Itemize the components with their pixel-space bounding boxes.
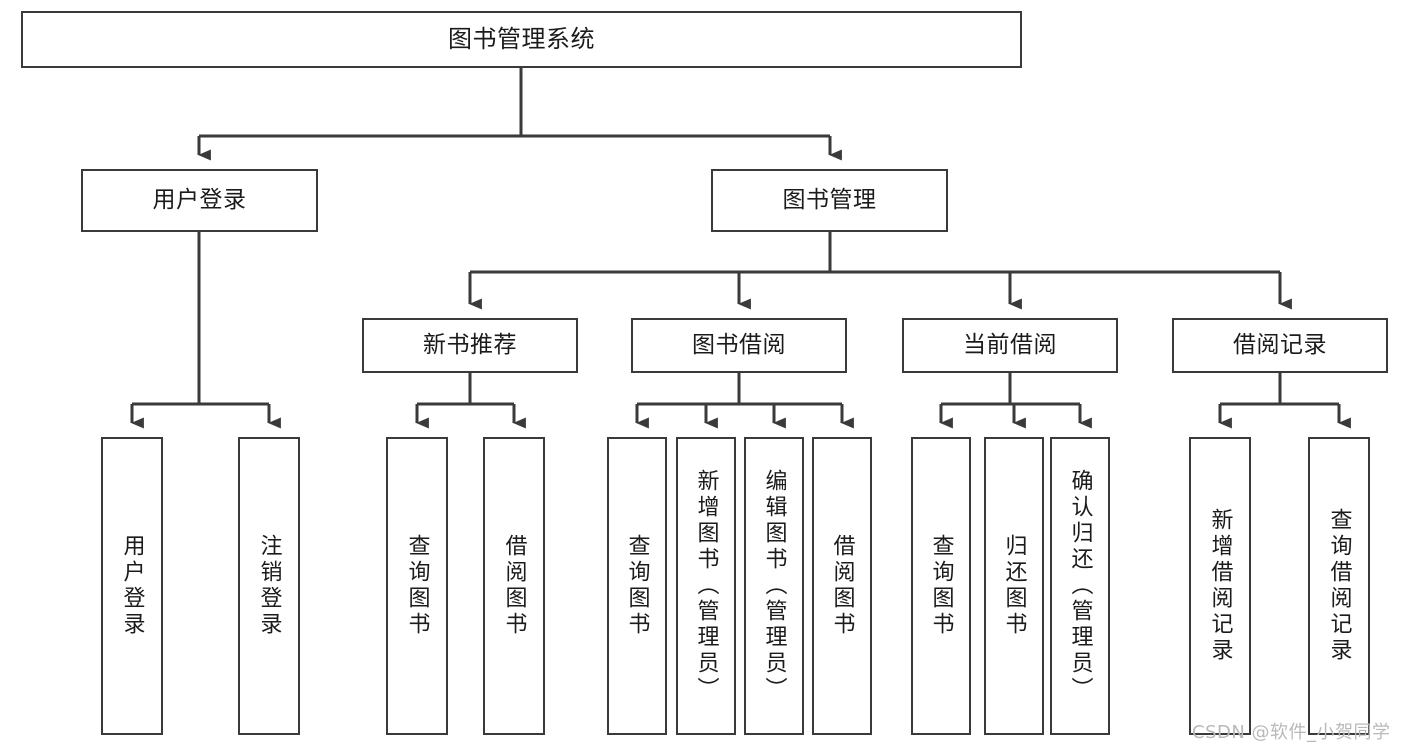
node-label: 新增借阅记录 bbox=[1207, 508, 1233, 664]
node-root-system[interactable]: 图书管理系统 bbox=[21, 11, 1022, 68]
leaf-return-book[interactable]: 归还图书 bbox=[984, 437, 1044, 735]
node-label: 查询图书 bbox=[928, 534, 954, 638]
node-user-login[interactable]: 用户登录 bbox=[81, 169, 318, 232]
node-label: 借阅图书 bbox=[829, 534, 855, 638]
node-label: 图书借阅 bbox=[692, 331, 786, 358]
node-label: 新书推荐 bbox=[423, 331, 517, 358]
leaf-logout[interactable]: 注销登录 bbox=[238, 437, 300, 735]
node-label: 借阅记录 bbox=[1233, 331, 1327, 358]
leaf-borrow-book[interactable]: 借阅图书 bbox=[812, 437, 872, 735]
node-label: 借阅图书 bbox=[501, 534, 527, 638]
node-book-borrowing[interactable]: 图书借阅 bbox=[631, 318, 847, 373]
node-label: 图书管理 bbox=[782, 186, 877, 213]
node-book-management[interactable]: 图书管理 bbox=[711, 169, 948, 232]
node-label: 用户登录 bbox=[119, 534, 145, 638]
leaf-query-book-recommend[interactable]: 查询图书 bbox=[386, 437, 448, 735]
node-label: 用户登录 bbox=[152, 186, 247, 213]
node-label: 确认归还（管理员） bbox=[1067, 469, 1093, 703]
node-label: 归还图书 bbox=[1001, 534, 1027, 638]
leaf-query-book-current[interactable]: 查询图书 bbox=[911, 437, 971, 735]
node-label: 注销登录 bbox=[256, 534, 282, 638]
csdn-watermark: CSDN @软件_小贺同学 bbox=[1192, 722, 1391, 743]
node-current-borrowing[interactable]: 当前借阅 bbox=[902, 318, 1118, 373]
node-label: 新增图书（管理员） bbox=[693, 469, 719, 703]
leaf-add-book-admin[interactable]: 新增图书（管理员） bbox=[676, 437, 736, 735]
node-label: 查询图书 bbox=[404, 534, 430, 638]
node-label: 查询图书 bbox=[624, 534, 650, 638]
leaf-confirm-return-admin[interactable]: 确认归还（管理员） bbox=[1050, 437, 1110, 735]
node-label: 编辑图书（管理员） bbox=[761, 469, 787, 703]
node-label: 查询借阅记录 bbox=[1326, 508, 1352, 664]
leaf-query-borrow-record[interactable]: 查询借阅记录 bbox=[1308, 437, 1370, 735]
node-borrowing-records[interactable]: 借阅记录 bbox=[1172, 318, 1388, 373]
leaf-add-borrow-record[interactable]: 新增借阅记录 bbox=[1189, 437, 1251, 735]
leaf-borrow-book-recommend[interactable]: 借阅图书 bbox=[483, 437, 545, 735]
leaf-user-login[interactable]: 用户登录 bbox=[101, 437, 163, 735]
node-label: 当前借阅 bbox=[963, 331, 1057, 358]
leaf-query-book-borrow[interactable]: 查询图书 bbox=[607, 437, 667, 735]
node-label: 图书管理系统 bbox=[448, 24, 595, 53]
node-new-book-recommendation[interactable]: 新书推荐 bbox=[362, 318, 578, 373]
leaf-edit-book-admin[interactable]: 编辑图书（管理员） bbox=[744, 437, 804, 735]
